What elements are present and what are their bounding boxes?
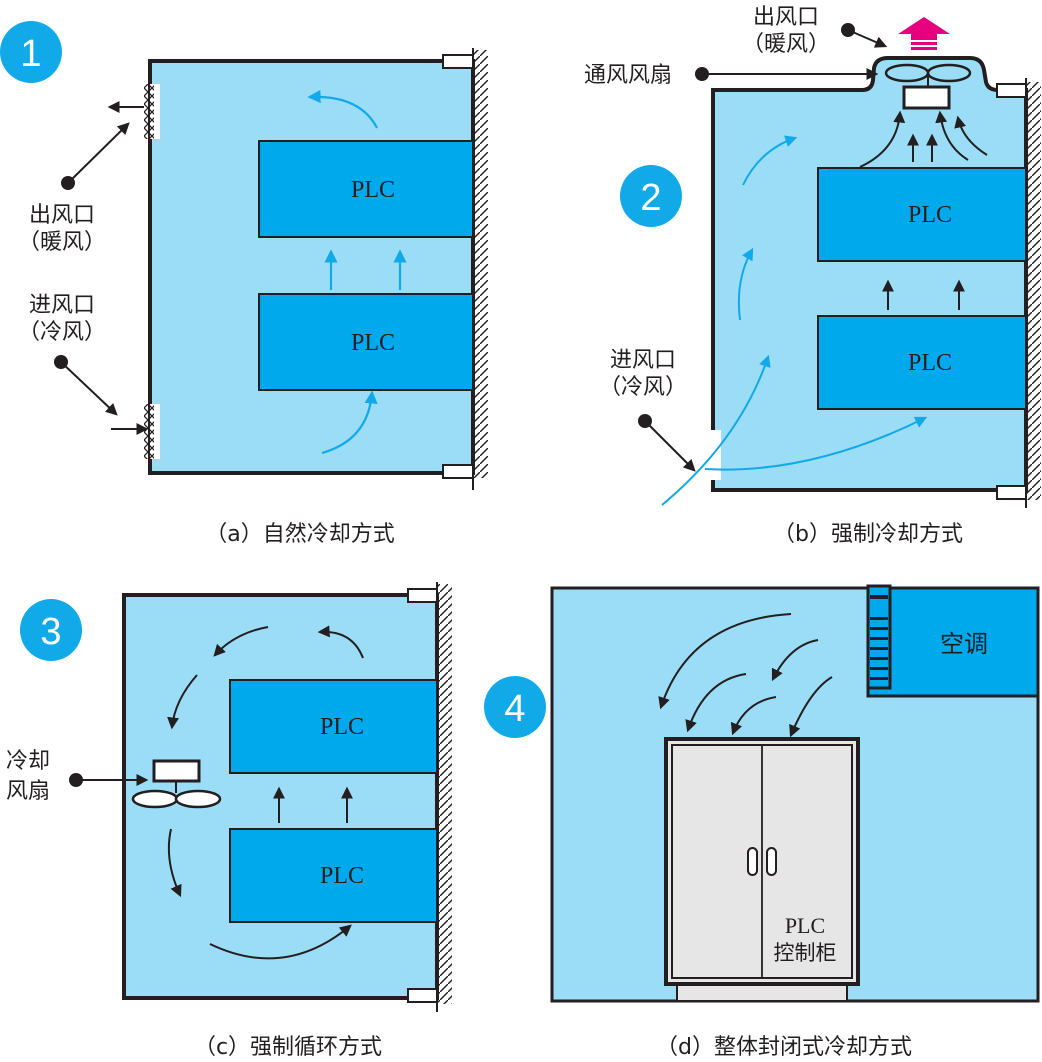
plc-module-upper [229,679,438,774]
mount-bracket-top [996,83,1027,98]
airflow-arrow [685,673,747,733]
fan-blade [131,789,179,809]
outlet-label: 出风口 [753,5,819,30]
wall-hatch [1027,82,1041,500]
warm-air-exhaust-icon [898,17,950,50]
fan-blade [174,789,222,809]
plc-label: PLC [908,350,952,376]
outlet-label-sub: （暖风） [742,32,830,57]
badge-4 [484,676,546,738]
airflow-arrow [167,674,198,730]
mount-bracket-top [407,588,438,603]
airflow-arrow [658,613,792,710]
badge-1-number: 1 [20,33,41,75]
airflow-arrow [213,626,269,657]
fan-blade [926,63,972,83]
badge-4-number: 4 [504,688,525,730]
ac-label: 空调 [940,630,988,658]
plc-label: PLC [351,177,395,203]
inlet-label-sub: （冷风） [18,320,106,345]
cabinet-enclosure [148,59,475,475]
outlet-vent-mesh [144,84,154,139]
inlet-label-sub: （冷风） [599,375,687,400]
badge-2-number: 2 [640,177,661,219]
fan-label: 通风风扇 [584,63,672,88]
wall-hatch [474,50,488,478]
plc-label: PLC [320,714,364,740]
airflow-arrow [661,354,771,506]
airflow-arrow [742,135,798,186]
mount-bracket-top [442,54,474,69]
airflow-arrow [321,390,378,455]
airflow-arrow [167,828,182,898]
plc-module-lower [258,293,474,391]
cabinet-enclosure [711,56,1028,492]
panel-enclosed-cooling: 4 空调 PLC 控制柜 （d）整体封闭式冷却方式 [484,584,1040,1060]
fan-motor [902,85,951,110]
airflow-arrow [789,676,833,738]
caption-c: （c）强制循环方式 [194,1035,382,1060]
airflow-arrow [954,115,988,156]
airflow-arrow [935,110,969,161]
mount-bracket-bottom [442,464,474,479]
fan-motor [152,759,201,783]
badge-3-number: 3 [40,611,61,653]
cabinet-base [676,984,848,1002]
outlet-label: 出风口 [29,203,95,228]
cabinet-label-sub: 控制柜 [774,941,837,965]
outlet-vent-gap [150,84,160,139]
plc-label: PLC [320,863,364,889]
caption-b: （b）强制冷却方式 [773,522,963,547]
fan-label: 冷却 [6,749,50,774]
panel-natural-cooling: 1 PLC PLC 出风口 （暖风） 进风口 （冷风） [0,21,488,547]
fan-label-sub: 风扇 [6,779,50,804]
callout-leader [644,420,696,472]
badge-2 [620,165,682,227]
door-handle-icon[interactable] [766,847,777,876]
airflow-arrow [317,625,364,659]
ac-vent-grille-icon [866,584,892,690]
callout-leader [60,361,118,416]
plc-label: PLC [351,330,395,356]
airflow-arrow [730,696,777,736]
airflow-arrow [209,924,352,960]
inlet-opening [711,430,721,480]
door-handle-icon[interactable] [747,847,758,876]
mount-bracket-bottom [996,485,1027,500]
callout-leader [67,122,130,184]
airflow-arrow [771,639,819,682]
plc-label: PLC [908,202,952,228]
mount-bracket-bottom [407,988,438,1003]
caption-d: （d）整体封闭式冷却方式 [656,1035,912,1060]
airflow-arrow [737,247,754,321]
inlet-label: 进风口 [610,348,676,373]
plc-module-upper [817,167,1027,262]
inlet-vent-mesh [144,404,154,459]
inlet-vent-gap [150,404,160,459]
wall-hatch [438,584,452,1004]
airflow-arrow [859,110,906,168]
plc-module-lower [229,828,438,923]
airflow-arrow [307,89,378,129]
cabinet-label: PLC [785,913,825,938]
panel-forced-cooling: 2 PLC PLC [584,5,1041,547]
airflow-arrow [704,416,928,471]
caption-a: （a）自然冷却方式 [205,522,394,547]
air-conditioner [866,586,1040,698]
badge-3 [20,599,82,661]
outlet-label-sub: （暖风） [18,230,106,255]
inlet-label: 进风口 [29,293,95,318]
plc-module-upper [258,140,474,238]
badge-1 [0,21,62,83]
plc-module-lower [817,315,1027,410]
callout-leader [847,29,888,48]
panel-forced-circulation: 3 PLC PLC 冷却 风扇 （c）强制循环方式 [6,582,452,1060]
